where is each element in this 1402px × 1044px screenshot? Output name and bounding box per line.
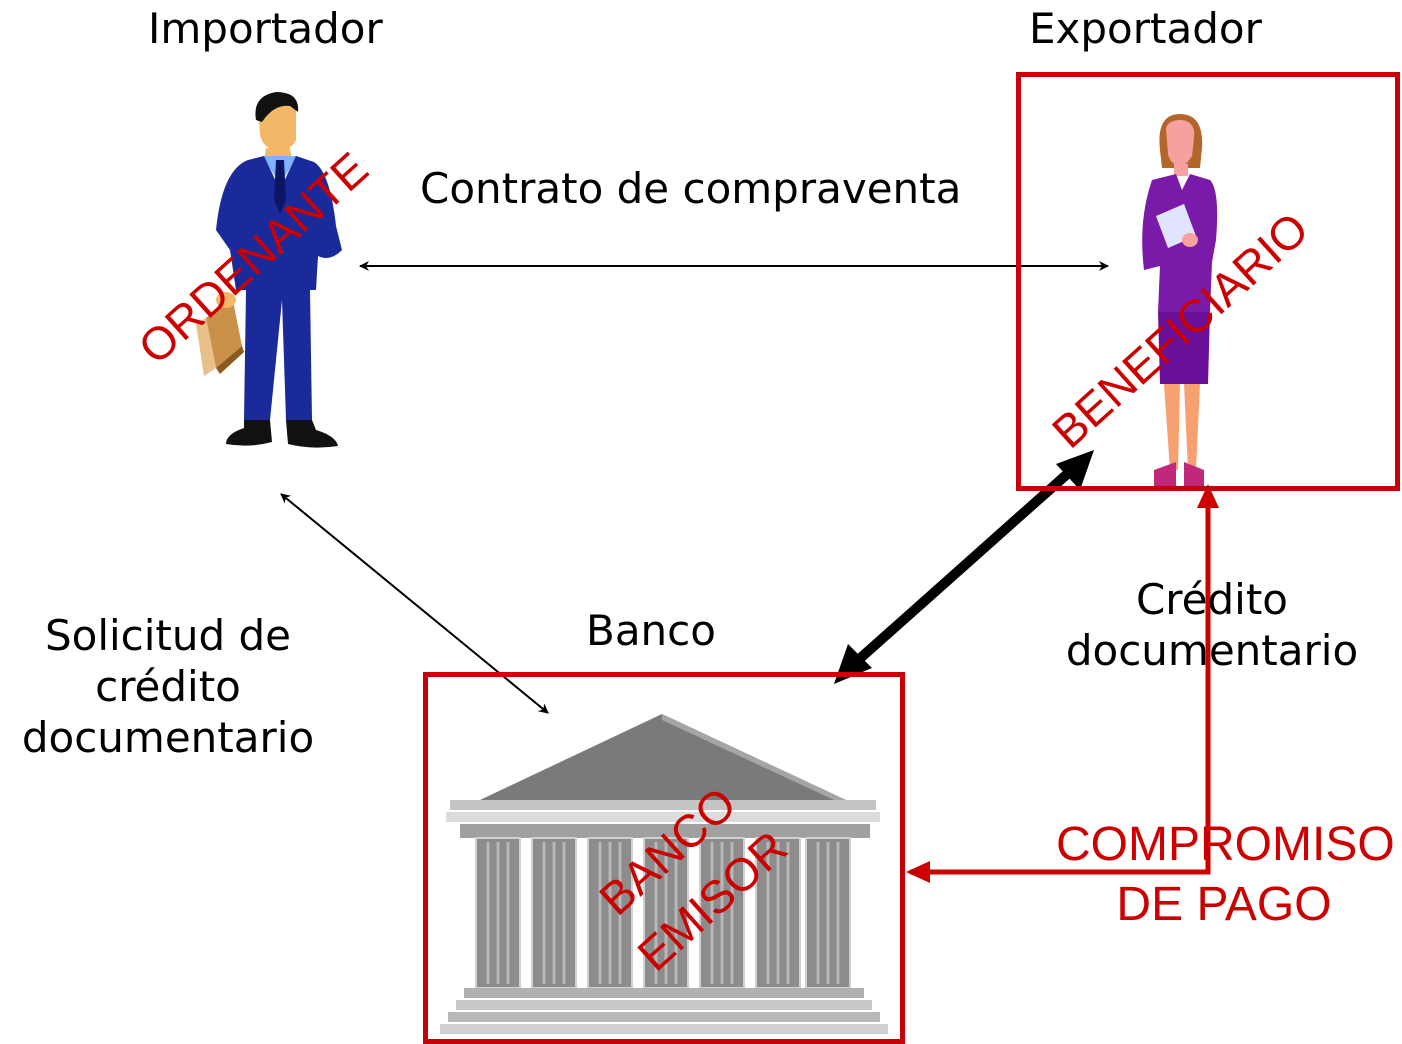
bank-label: Banco bbox=[586, 606, 716, 655]
payment-commitment-arrow bbox=[906, 484, 1219, 883]
credit-line-1: Crédito bbox=[1135, 575, 1288, 624]
commitment-line-2: DE PAGO bbox=[1116, 878, 1332, 931]
application-line-1: Solicitud de bbox=[44, 611, 292, 660]
payment-commitment-label: COMPROMISO DE PAGO bbox=[1056, 815, 1395, 935]
commitment-line-1: COMPROMISO bbox=[1056, 818, 1395, 871]
application-line-2: crédito bbox=[95, 662, 241, 712]
credit-label: Crédito documentario bbox=[1054, 574, 1370, 676]
contract-label: Contrato de compraventa bbox=[420, 164, 962, 213]
application-label: Solicitud de crédito documentario bbox=[6, 610, 330, 764]
exporter-frame bbox=[1016, 72, 1400, 491]
credit-line-2: documentario bbox=[1065, 626, 1359, 676]
importer-label: Importador bbox=[148, 4, 383, 53]
application-line-3: documentario bbox=[21, 713, 315, 763]
bank-building-icon bbox=[440, 714, 888, 1034]
exporter-label: Exportador bbox=[1029, 4, 1262, 53]
businesswoman-icon bbox=[1142, 114, 1218, 488]
businessman-icon bbox=[196, 92, 342, 448]
